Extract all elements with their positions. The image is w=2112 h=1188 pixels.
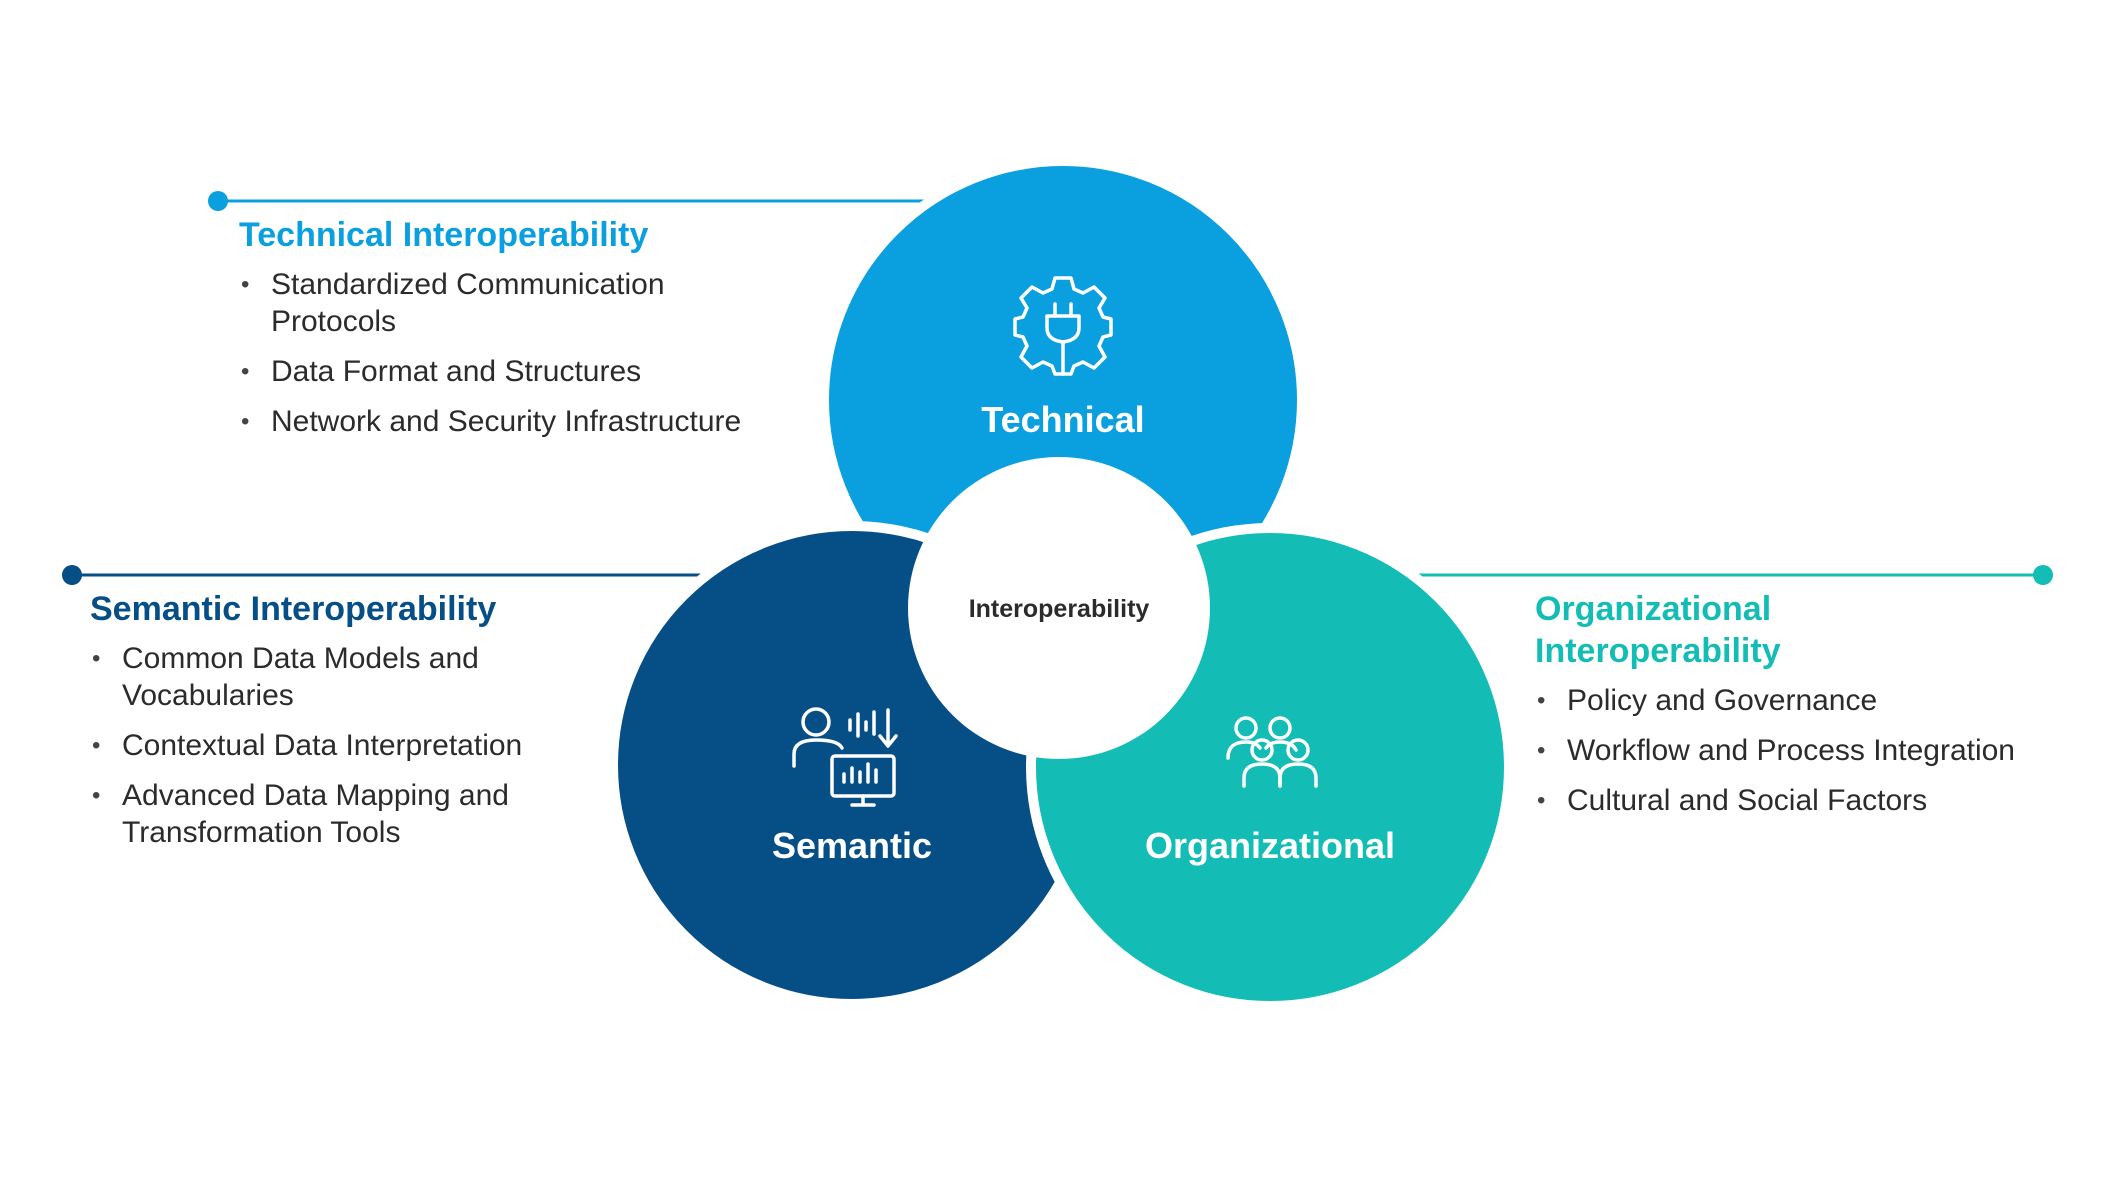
semantic-circle-label: Semantic [772,825,932,866]
semantic-item-2: Contextual Data Interpretation [92,727,610,764]
technical-interoperability-block: Technical Interoperability Standardized … [239,214,799,453]
semantic-items-list: Common Data Models and Vocabularies Cont… [90,640,610,851]
technical-circle-label: Technical [981,399,1144,440]
gear-plug-icon [1013,276,1113,376]
organizational-items-list: Policy and Governance Workflow and Proce… [1535,682,2075,819]
organizational-interoperability-block: Organizational Interoperability Policy a… [1535,588,2075,832]
semantic-connector-dot [62,565,82,585]
semantic-interoperability-block: Semantic Interoperability Common Data Mo… [90,588,610,864]
technical-item-2: Data Format and Structures [241,353,799,390]
technical-block-title: Technical Interoperability [239,216,649,254]
people-group-icon [1226,716,1318,788]
organizational-item-1: Policy and Governance [1537,682,2075,719]
person-data-monitor-icon [792,707,898,807]
technical-item-3: Network and Security Infrastructure [241,403,799,440]
organizational-item-2: Workflow and Process Integration [1537,732,2075,769]
organizational-block-title: Organizational Interoperability [1535,590,1781,670]
organizational-circle-label: Organizational [1145,825,1395,866]
semantic-item-3: Advanced Data Mapping and Transformation… [92,777,562,851]
technical-items-list: Standardized Communication Protocols Dat… [239,266,799,440]
organizational-item-3: Cultural and Social Factors [1537,782,2075,819]
center-circle [908,457,1210,759]
organizational-connector-dot [2033,565,2053,585]
center-label: Interoperability [969,595,1150,623]
semantic-block-title: Semantic Interoperability [90,590,497,628]
semantic-item-1: Common Data Models and Vocabularies [92,640,522,714]
technical-connector-dot [208,191,228,211]
technical-item-1: Standardized Communication Protocols [241,266,701,340]
